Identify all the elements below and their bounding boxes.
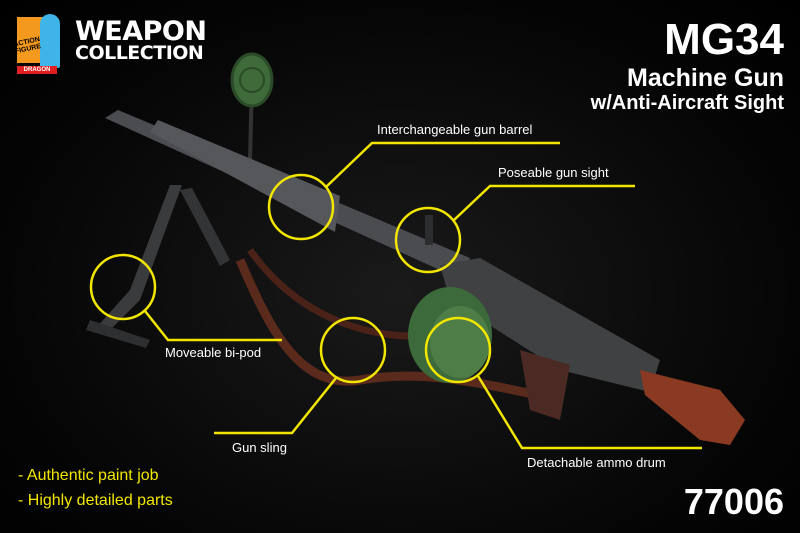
callout-circle-sight <box>394 206 462 274</box>
bipod-leg <box>96 185 182 330</box>
pistol-grip <box>520 350 570 420</box>
gun-stock <box>640 370 745 445</box>
gun-sling-strap <box>235 258 561 405</box>
callout-label-sling: Gun sling <box>232 440 287 455</box>
logo-line1: WEAPON <box>75 16 207 47</box>
subtitle: w/Anti-Aircraft Sight <box>590 92 784 114</box>
type-title: Machine Gun <box>627 64 784 92</box>
product-number: 77006 <box>683 481 784 522</box>
callout-circle-bipod <box>89 253 157 321</box>
callout-label-drum: Detachable ammo drum <box>527 455 666 470</box>
callout-circle-barrel <box>267 173 335 241</box>
callout-label-sight: Poseable gun sight <box>498 165 609 180</box>
feature-item: - Highly detailed parts <box>18 492 173 509</box>
callout-circle-drum <box>424 316 492 384</box>
callout-label-barrel: Interchangeable gun barrel <box>377 122 533 137</box>
figure-silhouette-icon <box>40 14 60 68</box>
model-title: MG34 <box>664 15 784 64</box>
callout-lines <box>89 141 702 450</box>
feature-item: - Authentic paint job <box>18 467 159 484</box>
callout-label-bipod: Moveable bi-pod <box>165 345 262 360</box>
gun-receiver <box>440 258 660 392</box>
dragon-brand: DRAGON <box>17 66 57 74</box>
logo-line2: COLLECTION <box>75 42 204 64</box>
callout-circle-sling <box>319 316 387 384</box>
anti-aircraft-sight <box>230 52 274 108</box>
